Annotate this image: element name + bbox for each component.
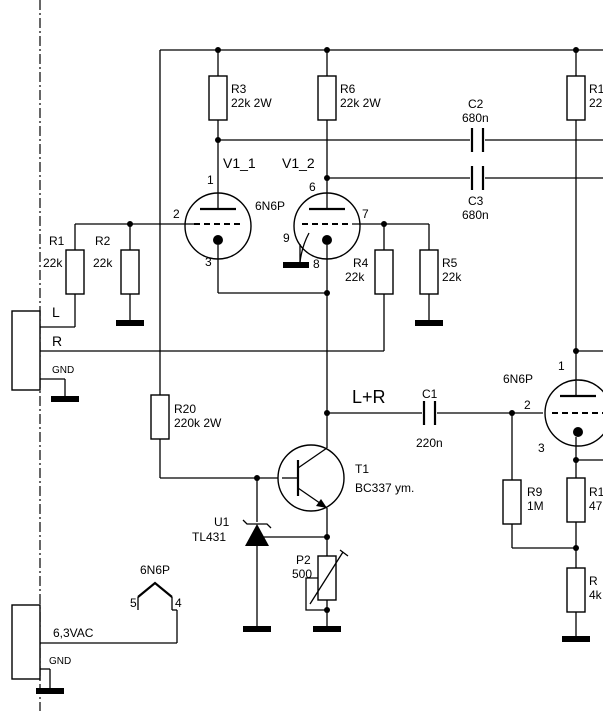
pin-label: 2 (173, 207, 180, 221)
junction-dot (573, 348, 579, 354)
trimmer-p2: P2 500 (292, 537, 349, 632)
u1-name: U1 (214, 515, 230, 529)
p2-value: 500 (292, 567, 312, 581)
resistor-right-mid: R1 47 (566, 477, 603, 568)
c3-value: 680n (462, 208, 489, 222)
r3-name: R3 (231, 82, 247, 96)
resistor-r2: R2 22k (93, 224, 144, 326)
resistor-r20: R20 220k 2W (150, 394, 282, 479)
v1-1-name: V1_1 (223, 155, 256, 171)
r3-value: 22k 2W (231, 96, 272, 110)
t1-value: BC337 ym. (355, 481, 414, 495)
r5-value: 22k (442, 270, 462, 284)
net-label-mix: L+R (352, 387, 386, 407)
heater-supply-label: 6,3VAC (53, 626, 94, 640)
pin-label: 3 (538, 441, 545, 455)
net-label-r: R (52, 333, 62, 349)
r6-value: 22k 2W (340, 96, 381, 110)
right-bot-value: 4k (589, 588, 603, 602)
heater-tube-label: 6N6P (140, 563, 170, 577)
r9-name: R9 (527, 485, 543, 499)
pin-label: 1 (207, 173, 214, 187)
tube-v1-2: V1_2 6N6P 6 7 9 8 (255, 155, 429, 418)
c2-value: 680n (462, 111, 489, 125)
net-label-l: L (52, 304, 60, 320)
r20-name: R20 (174, 402, 196, 416)
pin-label: 7 (362, 207, 369, 221)
resistor-right-bot: R 4k (562, 567, 603, 642)
r20-value: 220k 2W (174, 416, 222, 430)
r2-name: R2 (95, 234, 111, 248)
junction-dot (573, 545, 579, 551)
capacitor-c1: C1 220n (416, 387, 543, 450)
net-label-gnd: GND (52, 365, 74, 376)
r2-value: 22k (93, 256, 113, 270)
c1-name: C1 (422, 387, 438, 401)
heater-symbol: 6N6P 5 4 (130, 563, 182, 643)
pin-label: 8 (313, 257, 320, 271)
r1-name: R1 (49, 234, 65, 248)
right-mid-value: 47 (589, 499, 603, 513)
pin-label: 1 (558, 359, 565, 373)
r4-value: 22k (345, 270, 365, 284)
resistor-r9: R9 1M (502, 413, 576, 549)
input-connector: L R GND (11, 304, 384, 402)
right-top-value: 22 (589, 96, 603, 110)
r1-value: 22k (43, 256, 63, 270)
resistor-r5: R5 22k (415, 224, 462, 326)
pin-label: 5 (130, 596, 137, 610)
r6-name: R6 (340, 82, 356, 96)
right-mid-name: R1 (589, 485, 603, 499)
r9-value: 1M (527, 499, 544, 513)
u1-value: TL431 (192, 530, 226, 544)
r5-name: R5 (442, 256, 458, 270)
tube-v1-1: V1_1 1 2 3 (130, 155, 256, 293)
t1-name: T1 (355, 462, 369, 476)
resistor-r1: R1 22k (43, 223, 130, 327)
heater-connector: 6,3VAC GND (11, 604, 177, 694)
p2-name: P2 (296, 553, 311, 567)
v1-2-name: V1_2 (282, 155, 315, 171)
junction-dot (324, 290, 330, 296)
pin-label: 9 (283, 231, 290, 245)
junction-dot (324, 607, 330, 613)
resistor-r6: R6 22k 2W (317, 50, 381, 193)
resistor-r3: R3 22k 2W (208, 50, 272, 193)
resistor-right-top: R1 22 (566, 50, 603, 381)
pin-label: 4 (175, 596, 182, 610)
c2-name: C2 (468, 97, 484, 111)
junction-dot (573, 457, 579, 463)
pin-label: 3 (205, 255, 212, 269)
c3-name: C3 (468, 194, 484, 208)
heater-gnd-label: GND (49, 656, 71, 667)
resistor-r4: R4 22k (345, 224, 394, 351)
capacitor-c2: C2 680n (218, 97, 603, 152)
right-top-name: R1 (589, 82, 603, 96)
pin-label: 2 (524, 398, 531, 412)
pin-label: 6 (309, 180, 316, 194)
c1-value: 220n (416, 436, 443, 450)
capacitor-c3: C3 680n (327, 166, 603, 222)
regulator-u1: U1 TL431 (192, 478, 327, 632)
right-bot-name: R (589, 574, 598, 588)
tube-type: 6N6P (255, 199, 285, 213)
transistor-t1: T1 BC337 ym. (277, 418, 414, 537)
tube-right: 6N6P 1 2 3 (503, 359, 603, 478)
r4-name: R4 (353, 256, 369, 270)
tube-right-type: 6N6P (503, 372, 533, 386)
